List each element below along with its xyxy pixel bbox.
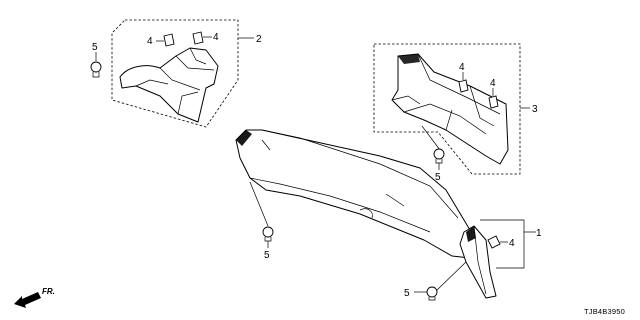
front-arrow-icon — [14, 292, 41, 308]
upper-left-side-trim-part — [119, 47, 219, 123]
callout-5-upper-left: 5 — [92, 42, 98, 53]
rear-shelf-trim — [235, 129, 536, 301]
group-2-dashed-outline — [111, 19, 239, 128]
grommet-5-lower-center — [262, 226, 274, 238]
upper-right-side-trim-part — [391, 53, 509, 165]
front-direction-indicator: FR. — [14, 287, 55, 308]
callout-4-group2-right: 4 — [213, 32, 219, 43]
callout-5-center: 5 — [435, 172, 441, 183]
grommet-5-bottom — [426, 286, 438, 298]
front-direction-label: FR. — [42, 287, 55, 296]
callout-1: 1 — [536, 228, 542, 239]
clip-4-lower-right — [487, 235, 501, 249]
rear-tray-panel-part — [235, 129, 479, 259]
group-3-upper-right-trim — [373, 43, 530, 175]
callout-4-lower-right: 4 — [509, 238, 515, 249]
callout-2: 2 — [256, 34, 262, 45]
clip-4-group3-right — [488, 95, 499, 109]
clip-4-group3-left — [458, 79, 469, 93]
diagram-code: TJB4B3950 — [584, 307, 625, 316]
callout-5-bottom: 5 — [404, 288, 410, 299]
clip-4-group2-left — [163, 33, 175, 47]
callout-5-lower-center: 5 — [264, 250, 270, 261]
callout-3: 3 — [532, 104, 538, 115]
callout-4-group3-right: 4 — [490, 78, 496, 89]
group-2-upper-left-trim — [90, 19, 254, 128]
grommet-5-center — [433, 148, 445, 160]
callout-4-group2-left: 4 — [147, 36, 153, 47]
grommet-5-upper-left — [90, 61, 102, 73]
clip-4-group2-right — [192, 31, 204, 45]
group-3-dashed-outline — [373, 43, 521, 175]
callout-4-group3-left: 4 — [459, 62, 465, 73]
